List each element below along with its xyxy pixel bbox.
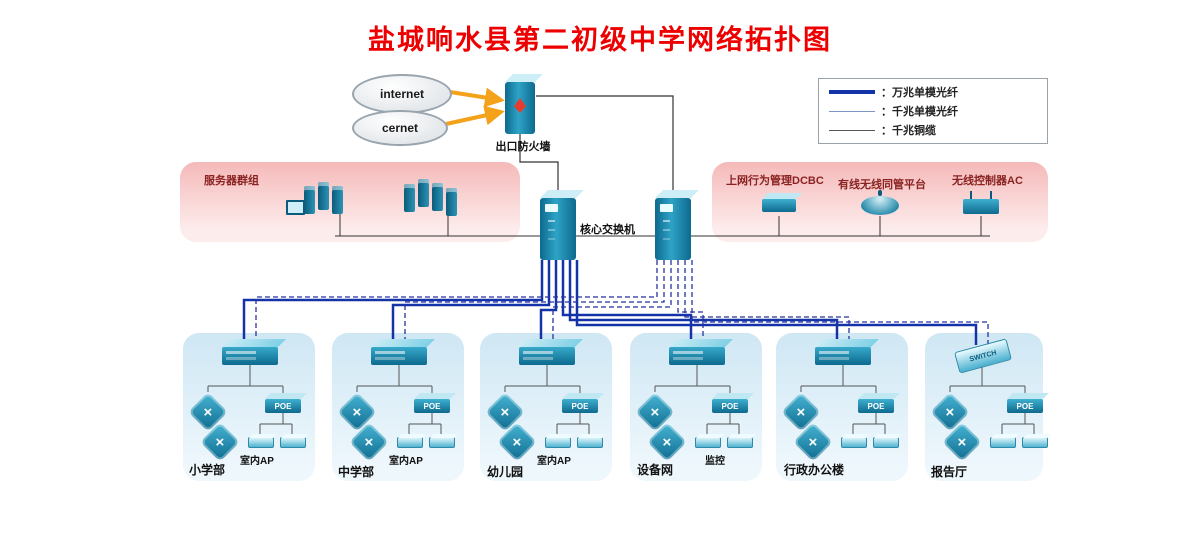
internet-cloud: internet [352,74,452,114]
firewall-label: 出口防火墙 [495,141,551,153]
server-group-label: 服务器群组 [204,175,259,187]
behavior-mgmt-label: 上网行为管理DCBC [726,175,824,187]
server-console-icon [286,200,305,215]
server-icon [446,188,457,216]
poe-switch: POE [1007,399,1043,413]
group-label: 幼儿园 [487,465,524,479]
group-label: 行政办公楼 [784,463,845,477]
server-icon [318,182,329,210]
camera-device [727,437,753,448]
ap-device [841,437,867,448]
legend-label-1g-fiber: ：千兆单模光纤 [881,106,958,118]
legend-box: ：万兆单模光纤 ：千兆单模光纤 ：千兆铜缆 [818,78,1048,144]
server-icon [332,186,343,214]
access-switch [371,347,427,365]
group-sublabel: 监控 [705,456,725,467]
cernet-cloud: cernet [352,110,448,146]
ap-device [990,437,1016,448]
poe-switch: POE [712,399,748,413]
ap-device [1022,437,1048,448]
ap-device [577,437,603,448]
legend-row-10g: ：万兆单模光纤 [829,84,1037,100]
poe-label: POE [571,401,589,411]
server-icon [432,183,443,211]
wireless-platform-device [861,190,899,215]
wireless-ac-label: 无线控制器AC [952,175,1023,187]
flame-icon [514,98,526,113]
group-label: 设备网 [637,463,674,477]
legend-row-1g-fiber: ：千兆单模光纤 [829,103,1037,119]
poe-label: POE [721,401,739,411]
server-icon [418,179,429,207]
access-switch [222,347,278,365]
hall-switch-label: SWITCH [968,349,998,363]
poe-label: POE [274,401,292,411]
group-sublabel: 室内AP [240,456,274,467]
cernet-cloud-label: cernet [381,121,419,135]
wireless-ac-device [963,191,999,214]
camera-device [695,437,721,448]
poe-switch: POE [562,399,598,413]
poe-label: POE [867,401,885,411]
core-switch-label: 核心交换机 [580,224,635,236]
access-switch [519,347,575,365]
poe-switch: POE [414,399,450,413]
legend-label-1g-copper: ：千兆铜缆 [881,125,936,137]
legend-row-1g-copper: ：千兆铜缆 [829,122,1037,138]
poe-switch: POE [858,399,894,413]
group-label: 报告厅 [931,465,968,479]
legend-line-1g-fiber [829,110,875,112]
group-sublabel: 室内AP [537,456,571,467]
wireless-platform-label: 有线无线同管平台 [838,179,926,191]
ap-device [248,437,274,448]
page-title: 盐城响水县第二初级中学网络拓扑图 [368,25,832,55]
ap-device [280,437,306,448]
poe-switch: POE [265,399,301,413]
legend-line-1g-copper [829,129,875,131]
ap-device [873,437,899,448]
firewall-device [505,82,535,134]
ap-device [545,437,571,448]
ap-device [397,437,423,448]
behavior-mgmt-device [762,199,796,212]
poe-label: POE [1016,401,1034,411]
poe-label: POE [423,401,441,411]
legend-label-10g: ：万兆单模光纤 [881,87,958,99]
access-switch [815,347,871,365]
group-label: 中学部 [338,465,375,479]
server-icon [404,184,415,212]
core-switch-1 [540,198,576,260]
group-sublabel: 室内AP [389,456,423,467]
internet-cloud-label: internet [379,87,424,101]
ap-device [429,437,455,448]
group-label: 小学部 [189,463,226,477]
server-icon [304,186,315,214]
server-group-panel [180,162,520,242]
core-switch-2 [655,198,691,260]
access-switch [669,347,725,365]
legend-line-10g-fiber [829,90,875,94]
